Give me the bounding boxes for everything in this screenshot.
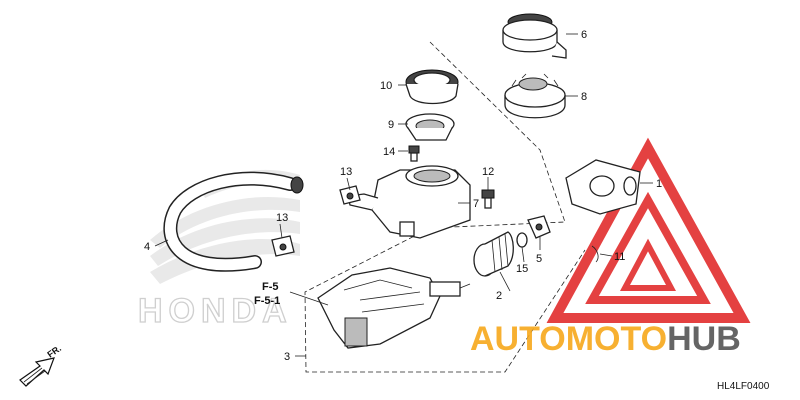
callout-13-upper: 13: [340, 166, 352, 178]
ref-f5: F-5: [262, 281, 279, 293]
screw: [408, 145, 420, 162]
bolt: [481, 189, 495, 209]
reservoir-cap: [502, 13, 567, 59]
callout-5: 5: [536, 253, 542, 265]
callout-1: 1: [656, 178, 662, 190]
front-direction-label: FR.: [45, 343, 63, 360]
diagram-code: HL4LF0400: [717, 381, 770, 392]
ref-f5-1: F-5-1: [254, 295, 280, 307]
callout-15: 15: [516, 263, 528, 275]
reservoir-bracket: [565, 159, 641, 215]
svg-text:AUTOMOTOHUB: AUTOMOTOHUB: [470, 320, 741, 358]
leader-lines: [154, 33, 653, 357]
automotohub-wordmark: AUTOMOTOHUB: [470, 320, 741, 358]
callouts: 1 2 3 4 5 6 7 8 9 10 11 12 13 13 14 15: [144, 29, 662, 363]
joint: [527, 215, 551, 239]
callout-4: 4: [144, 241, 150, 253]
callout-10: 10: [380, 80, 392, 92]
callout-3: 3: [284, 351, 290, 363]
wordmark-moto: MOTO: [566, 320, 667, 358]
assembly-outline: [304, 41, 586, 373]
automotohub-triangle-logo: [546, 137, 751, 323]
hose-clip-upper: [339, 185, 361, 205]
hose: [163, 171, 304, 272]
cotter-pin: [591, 245, 599, 263]
callout-7: 7: [473, 198, 479, 210]
callout-8: 8: [581, 91, 587, 103]
callout-6: 6: [581, 29, 587, 41]
callout-12: 12: [482, 166, 494, 178]
master-cylinder: [317, 267, 471, 349]
float: [405, 113, 455, 141]
wordmark-auto: AUTO: [470, 320, 566, 358]
boot: [473, 231, 514, 277]
callout-13-lower: 13: [276, 212, 288, 224]
front-direction-arrow: FR.: [19, 343, 63, 387]
honda-watermark-text: HONDA: [138, 292, 293, 330]
reservoir: [347, 165, 471, 239]
seal: [516, 232, 528, 248]
wordmark-hub: HUB: [667, 320, 741, 358]
callout-14: 14: [383, 146, 395, 158]
callout-2: 2: [496, 290, 502, 302]
hose-clip-lower: [271, 235, 295, 257]
cap-plate: [504, 73, 566, 119]
callout-9: 9: [388, 119, 394, 131]
diaphragm: [405, 69, 459, 105]
callout-11: 11: [614, 251, 625, 263]
